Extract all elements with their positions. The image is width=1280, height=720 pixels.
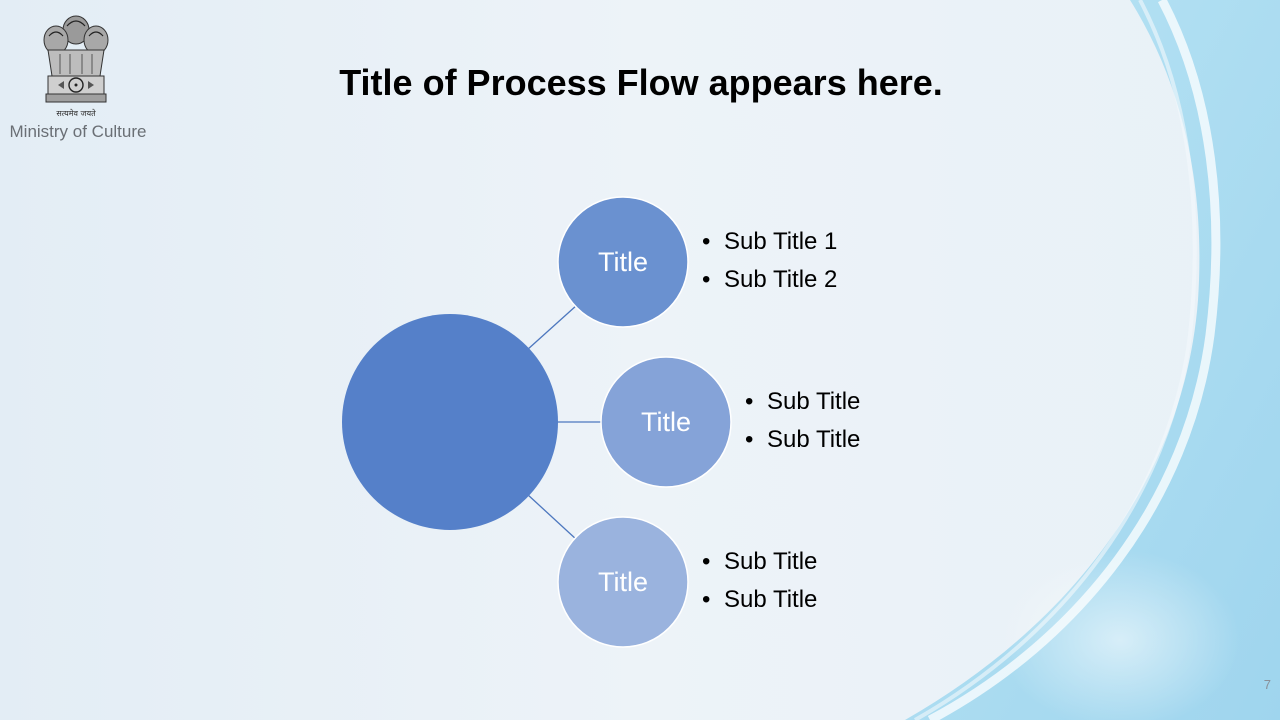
node-3-sub-item-1: Sub Title bbox=[702, 543, 817, 581]
slide-title: Title of Process Flow appears here. bbox=[339, 62, 943, 103]
emblem-motto: सत्यमेव जयते bbox=[56, 108, 96, 118]
connector-line-3 bbox=[526, 493, 578, 541]
node-2-sub-list: Sub Title Sub Title bbox=[745, 383, 860, 459]
organization-name: Ministry of Culture bbox=[9, 122, 147, 141]
node-1-sub-list: Sub Title 1 Sub Title 2 bbox=[702, 223, 837, 299]
node-title-1: Title bbox=[597, 246, 648, 277]
node-circle-1 bbox=[557, 196, 689, 328]
node-3-sub-item-2: Sub Title bbox=[702, 581, 817, 619]
lion-capital-icon: सत्यमेव जयते bbox=[43, 15, 109, 118]
node-circle-3 bbox=[557, 516, 689, 648]
node-circle-2 bbox=[600, 356, 732, 488]
node-1-sub-item-2: Sub Title 2 bbox=[702, 261, 837, 299]
connector-line-1 bbox=[526, 304, 578, 351]
node-1-sub-item-1: Sub Title 1 bbox=[702, 223, 837, 261]
center-circle bbox=[342, 314, 558, 530]
page-number: 7 bbox=[1263, 677, 1271, 692]
state-emblem: सत्यमेव जयते bbox=[40, 10, 112, 122]
node-3-sub-list: Sub Title Sub Title bbox=[702, 543, 817, 619]
node-2-sub-item-1: Sub Title bbox=[745, 383, 860, 421]
node-2-sub-item-2: Sub Title bbox=[745, 421, 860, 459]
node-title-3: Title bbox=[597, 566, 648, 597]
node-title-2: Title bbox=[640, 406, 691, 437]
